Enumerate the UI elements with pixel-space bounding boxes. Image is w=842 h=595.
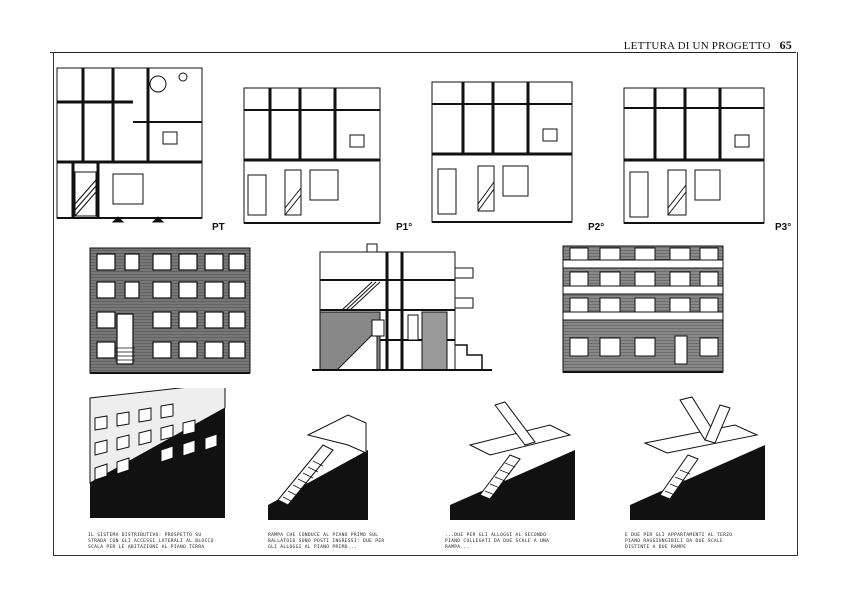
caption-ramp-p1: Rampa che conduce al piano primo sul bal…	[268, 533, 385, 550]
page-number: 65	[779, 38, 792, 52]
floor-plan-p3	[623, 87, 765, 224]
axonometry-stairs-p3	[630, 396, 765, 520]
figure-frame	[53, 52, 798, 556]
plan-label-pt: PT	[212, 222, 225, 233]
page-header: LETTURA DI UN PROGETTO 65	[0, 0, 842, 54]
rear-elevation	[562, 245, 724, 373]
running-head: LETTURA DI UN PROGETTO 65	[624, 38, 792, 53]
plan-label-p1: P1°	[396, 222, 413, 233]
axonometry-ramp-p1	[268, 414, 368, 520]
axonometry-stairs-p2	[450, 401, 575, 520]
floor-plan-p2	[431, 81, 573, 223]
street-elevation	[89, 247, 251, 374]
axonometry-facade	[89, 388, 226, 518]
caption-distribution-system: Il sistema distributivo: prospetto su st…	[88, 533, 214, 550]
floor-plan-p1	[243, 87, 381, 224]
header-rule	[50, 52, 796, 53]
caption-stairs-p2: ...due per gli alloggi al secondo piano …	[445, 533, 550, 550]
plan-label-p2: P2°	[588, 222, 605, 233]
floor-plan-pt	[56, 67, 203, 223]
building-section	[312, 243, 492, 371]
plan-label-p3: P3°	[775, 222, 792, 233]
running-title: LETTURA DI UN PROGETTO	[623, 40, 771, 52]
caption-stairs-p3: e due per gli appartamenti al terzo pian…	[625, 533, 733, 550]
